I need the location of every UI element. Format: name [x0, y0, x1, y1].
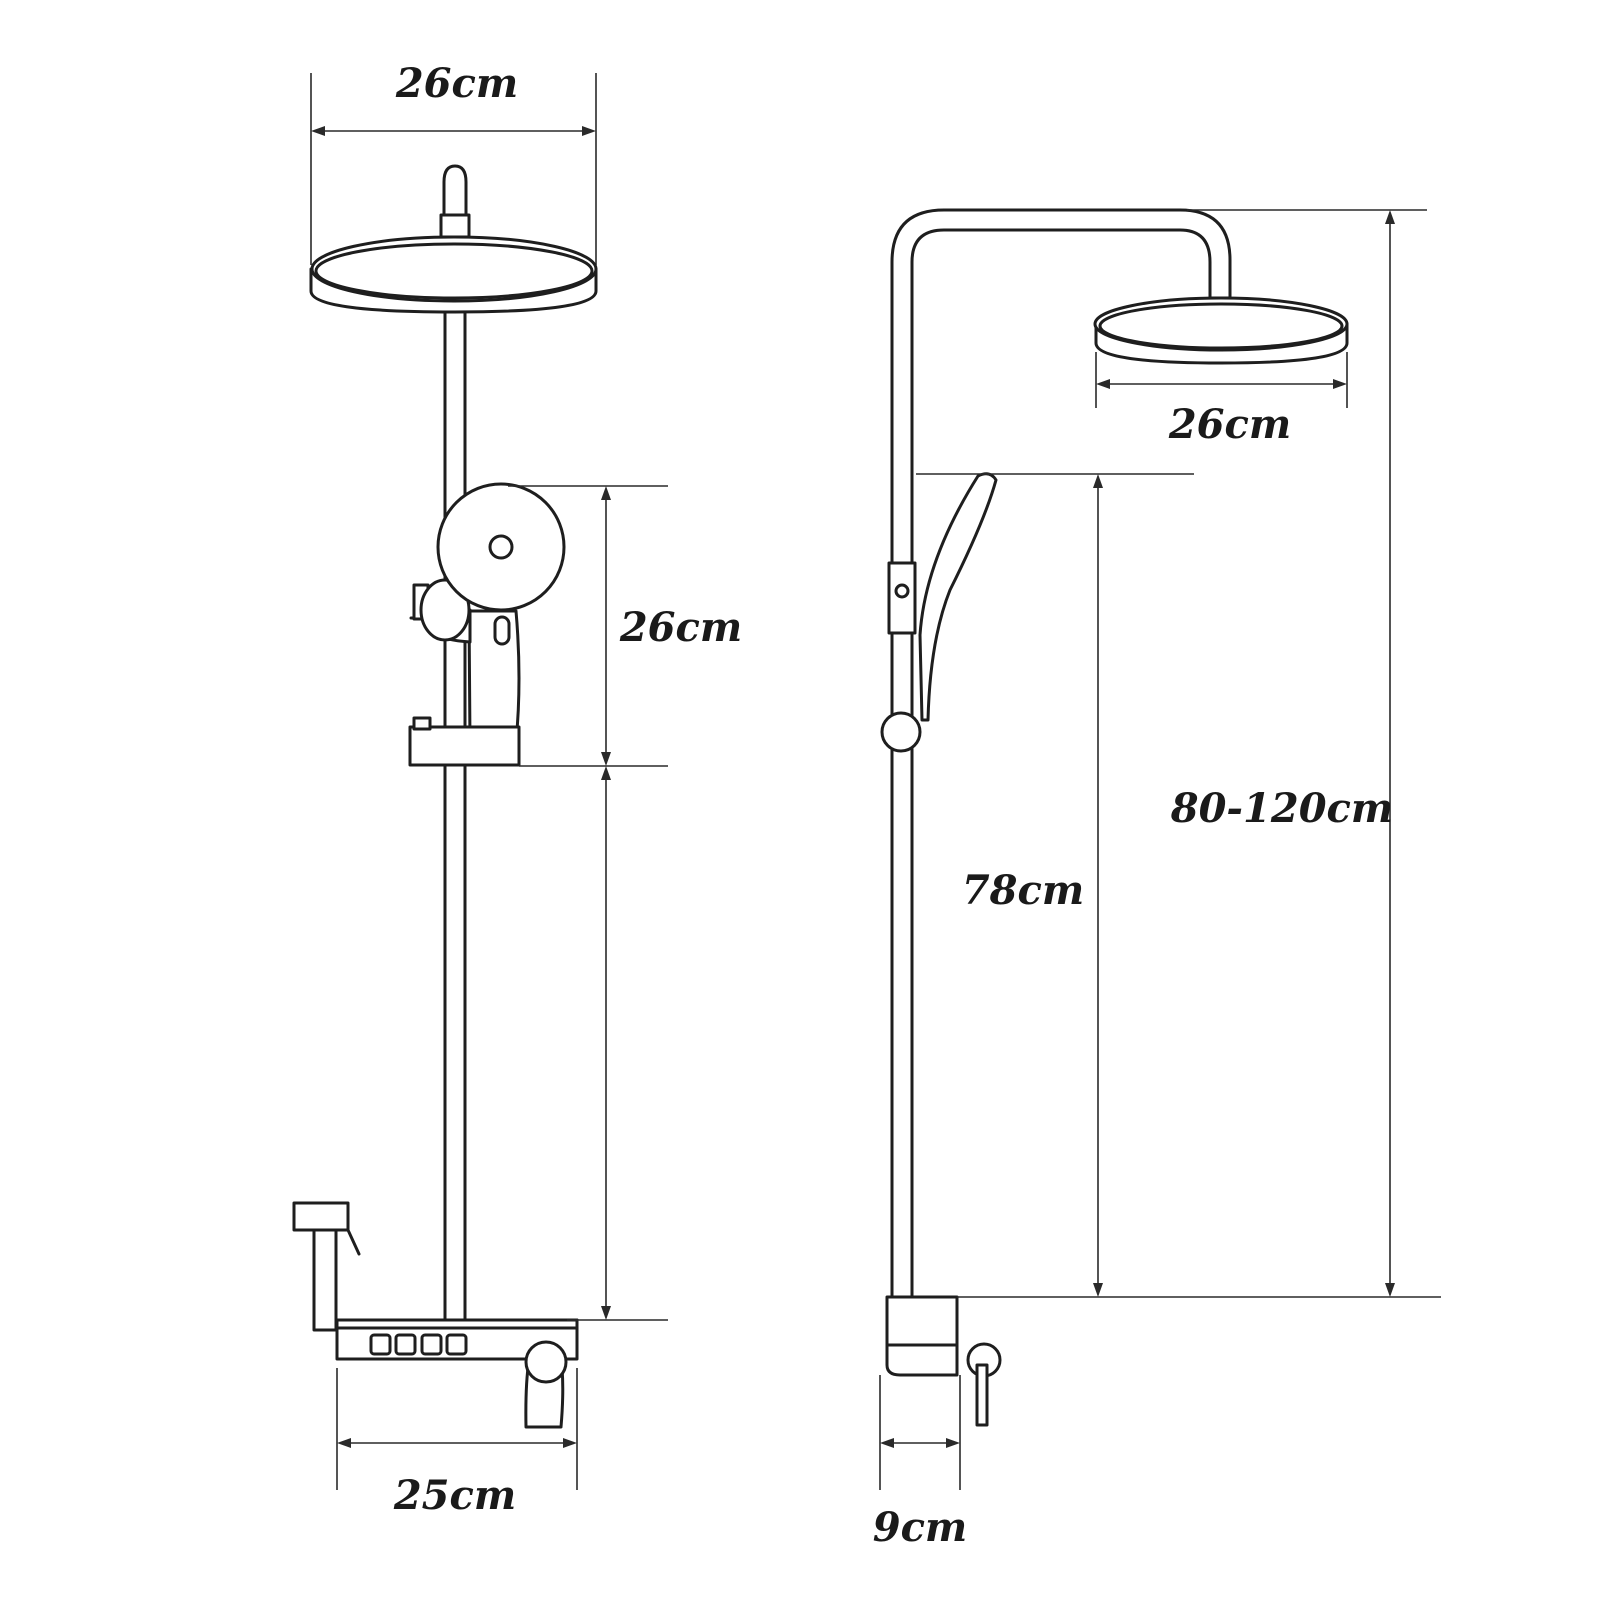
front-hand-shower-head [436, 482, 566, 612]
front-base-mixer [335, 1318, 579, 1429]
side-hand-shower [880, 472, 998, 753]
front-riser-pipe [443, 298, 467, 1327]
side-mixer-depth-label: 9cm [873, 1504, 968, 1551]
side-view: 26cm 9cm [873, 208, 1441, 1551]
side-head-diameter-dimension [1095, 352, 1348, 408]
side-overhead-shower-head [1093, 296, 1349, 365]
side-mixer-depth-dimension [879, 1375, 961, 1490]
front-hand-shower [409, 482, 566, 744]
front-base-width-label: 25cm [393, 1472, 516, 1519]
front-handshower-height-label: 26cm [619, 604, 742, 651]
front-head-connector [439, 164, 471, 239]
front-handshower-height-dimension [508, 485, 668, 1321]
front-slide-shelf [408, 716, 521, 767]
side-total-height-dimension [957, 209, 1441, 1298]
front-overhead-shower-head [309, 235, 598, 314]
side-total-height-label: 80-120cm [1170, 785, 1393, 832]
side-handshower-span-label: 78cm [962, 867, 1084, 914]
front-head-width-dimension [310, 73, 597, 265]
side-riser-pipe [890, 208, 1232, 1299]
front-bidet-sprayer [292, 1201, 361, 1332]
front-head-width-label: 26cm [395, 60, 518, 107]
side-handshower-span-dimension [916, 473, 1194, 1297]
front-view: 26cm [292, 60, 742, 1519]
side-head-diameter-label: 26cm [1168, 401, 1291, 448]
front-base-width-dimension [336, 1368, 578, 1490]
side-base-mixer [885, 1295, 1002, 1427]
